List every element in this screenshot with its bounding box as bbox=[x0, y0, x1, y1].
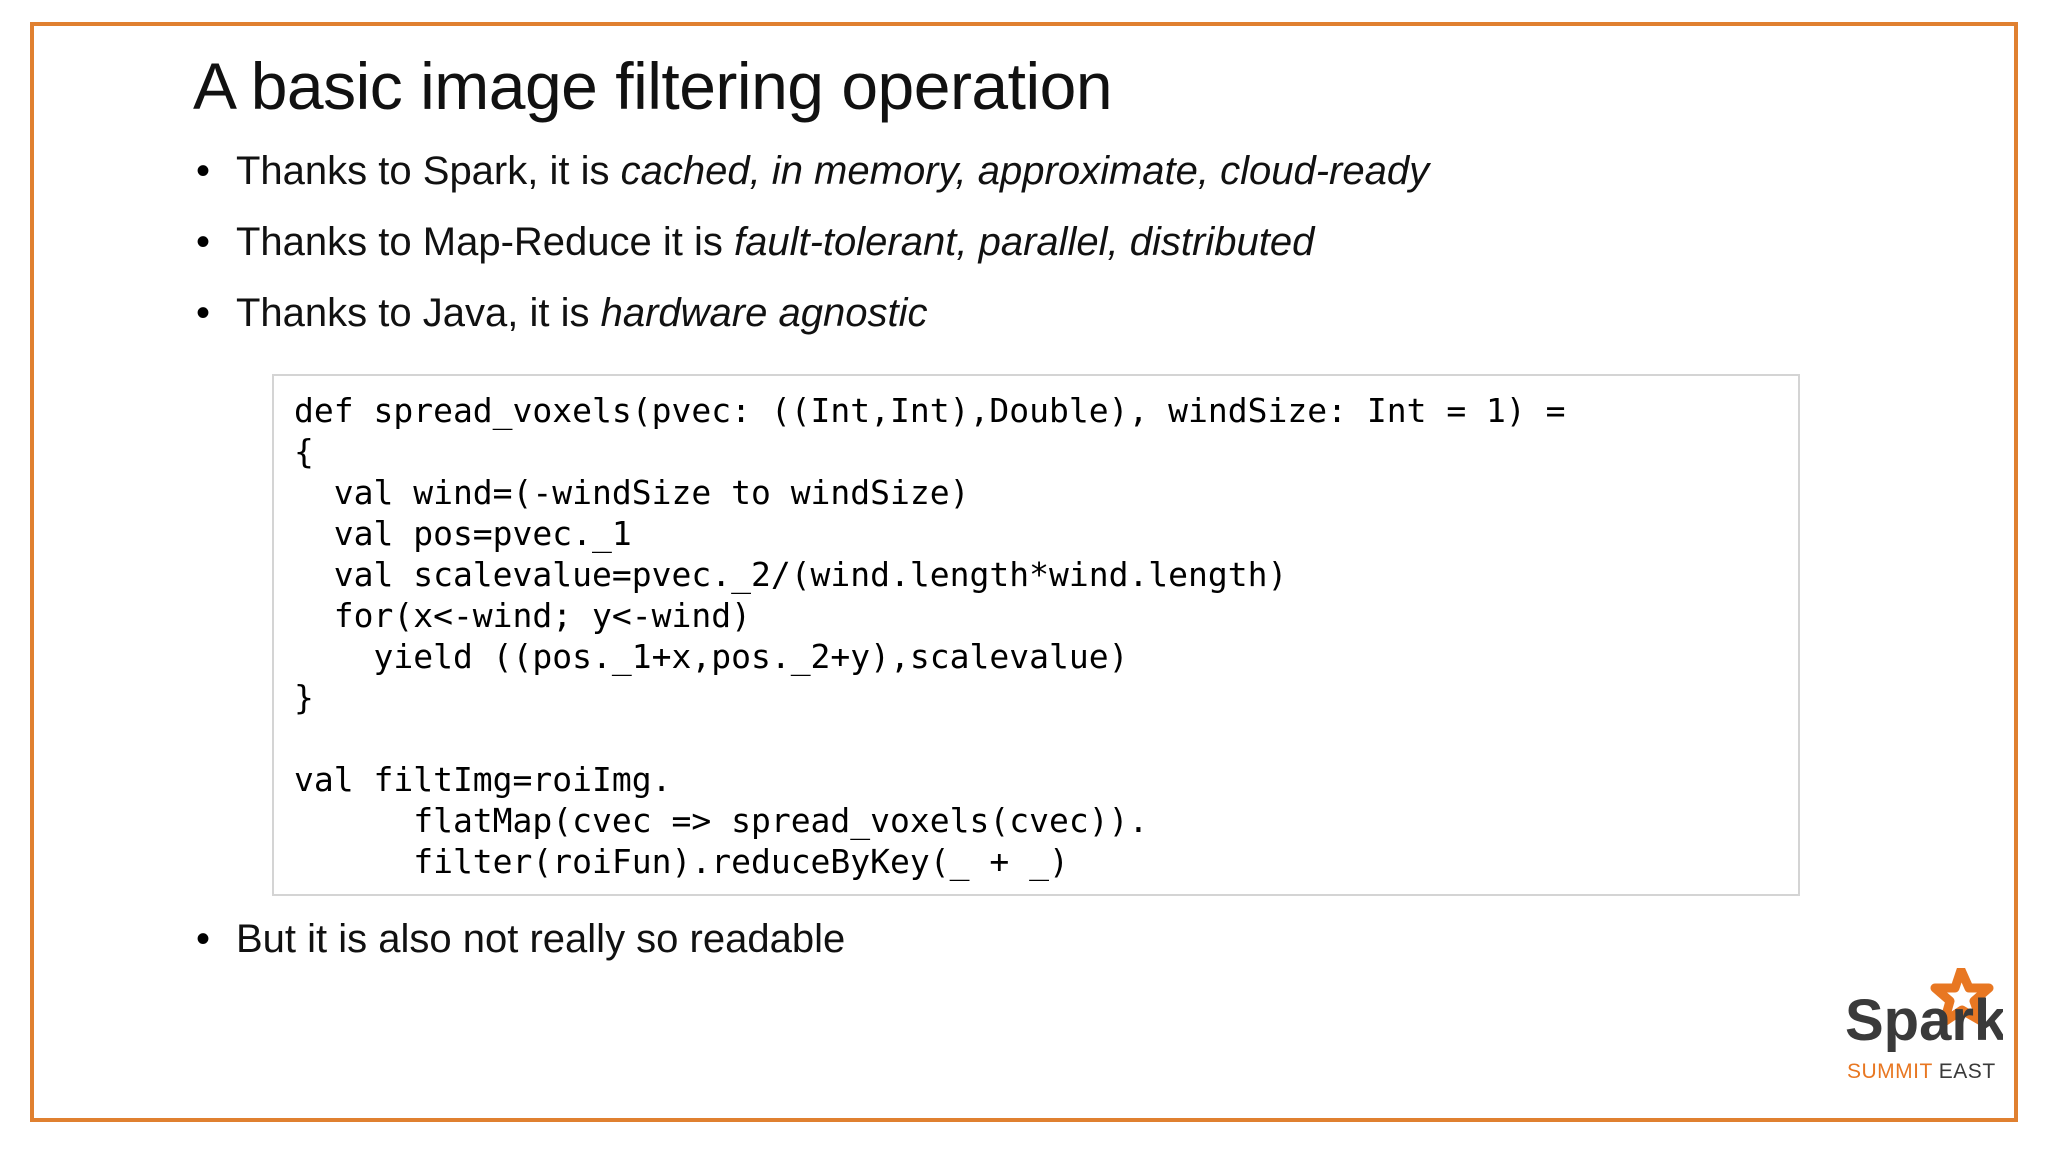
list-item-text: Thanks to Java, it is hardware agnostic bbox=[236, 290, 1896, 337]
logo-subtitle: SUMMIT EAST bbox=[1847, 1060, 1996, 1084]
bullet-list-bottom: • But it is also not really so readable bbox=[196, 916, 1896, 987]
list-item-prefix: Thanks to Java, it is bbox=[236, 291, 601, 336]
list-item-emphasis: cached, in memory, approximate, cloud-re… bbox=[620, 149, 1430, 193]
bullet-marker-icon: • bbox=[196, 291, 211, 336]
list-item-text: Thanks to Spark, it is cached, in memory… bbox=[236, 148, 1896, 195]
spark-summit-east-logo: Spark SUMMIT EAST bbox=[1843, 968, 2003, 1086]
star-icon bbox=[1930, 968, 1994, 1027]
list-item-prefix: Thanks to Spark, it is bbox=[236, 149, 621, 193]
spark-logo-icon: Spark bbox=[1845, 968, 2003, 1053]
code-block: def spread_voxels(pvec: ((Int,Int),Doubl… bbox=[272, 374, 1800, 896]
list-item: • Thanks to Java, it is hardware agnosti… bbox=[196, 290, 1896, 337]
bullet-marker-icon: • bbox=[196, 149, 211, 193]
list-item-prefix: Thanks to Map-Reduce it is bbox=[236, 220, 734, 265]
list-item-prefix: But it is also not really so readable bbox=[236, 917, 846, 961]
logo-summit-text: SUMMIT bbox=[1847, 1060, 1933, 1083]
page-title: A basic image filtering operation bbox=[193, 49, 1113, 123]
list-item: • Thanks to Map-Reduce it is fault-toler… bbox=[196, 219, 1896, 266]
list-item: • But it is also not really so readable bbox=[196, 916, 1896, 963]
list-item-emphasis: hardware agnostic bbox=[600, 291, 928, 336]
code-block-text: def spread_voxels(pvec: ((Int,Int),Doubl… bbox=[294, 391, 1566, 881]
list-item-text: But it is also not really so readable bbox=[236, 916, 1896, 963]
list-item-text: Thanks to Map-Reduce it is fault-toleran… bbox=[236, 219, 1896, 266]
logo-east-text: EAST bbox=[1938, 1060, 1996, 1083]
spark-wordmark: Spark bbox=[1845, 988, 2003, 1053]
list-item-emphasis: fault-tolerant, parallel, distributed bbox=[734, 220, 1315, 265]
list-item: • Thanks to Spark, it is cached, in memo… bbox=[196, 148, 1896, 195]
bullet-marker-icon: • bbox=[196, 917, 211, 961]
bullet-marker-icon: • bbox=[196, 220, 211, 265]
bullet-list-top: • Thanks to Spark, it is cached, in memo… bbox=[196, 148, 1896, 362]
